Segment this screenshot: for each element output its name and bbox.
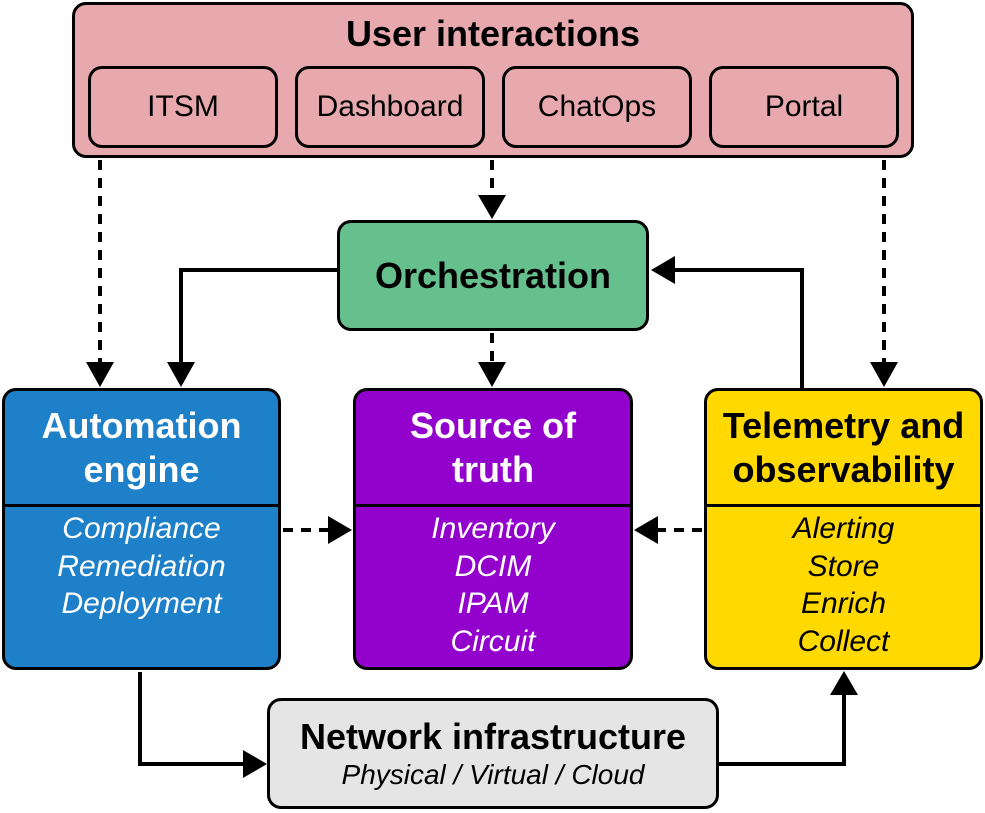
chatops-box: ChatOps <box>502 66 692 148</box>
source-of-truth-items: Inventory DCIM IPAM Circuit <box>356 507 630 660</box>
telemetry-items: Alerting Store Enrich Collect <box>707 507 980 660</box>
arrowhead <box>634 516 658 544</box>
telemetry-title-line: observability <box>732 448 955 490</box>
arrowhead <box>830 671 858 695</box>
user-interactions-title: User interactions <box>345 13 641 54</box>
telemetry-title: Telemetry and observability <box>707 391 980 507</box>
arrowhead <box>86 362 114 387</box>
telemetry-item: Enrich <box>800 587 887 620</box>
truth-item: Inventory <box>431 512 555 545</box>
network-infrastructure-title: Network infrastructure <box>299 715 687 757</box>
automation-engine-title: Automation engine <box>5 391 278 507</box>
solid-arrow-telemetry-to-orchestration <box>670 268 804 388</box>
telemetry-item: Collect <box>797 624 890 658</box>
arrowhead <box>478 362 506 387</box>
automation-item: Compliance <box>62 512 221 545</box>
telemetry-item: Store <box>807 549 880 583</box>
source-of-truth-title-line: Source of <box>409 404 577 446</box>
dashboard-box: Dashboard <box>295 66 485 148</box>
automation-engine-items: Compliance Remediation Deployment <box>5 507 278 623</box>
arrowhead <box>870 362 898 387</box>
arrowhead <box>478 195 506 219</box>
solid-arrow-network-to-telemetry <box>719 690 846 766</box>
automation-engine-box: Automation engine Compliance Remediation… <box>2 388 281 670</box>
arrowhead <box>243 750 267 778</box>
orchestration-title: Orchestration <box>374 254 612 296</box>
automation-engine-title-line: Automation <box>41 404 242 446</box>
arrowhead <box>167 362 195 387</box>
arrowhead <box>328 516 352 544</box>
telemetry-title-line: Telemetry and <box>722 404 965 446</box>
telemetry-box: Telemetry and observability Alerting Sto… <box>704 388 983 670</box>
automation-item: Remediation <box>57 549 226 583</box>
automation-item: Deployment <box>61 587 222 620</box>
network-infrastructure-box: Network infrastructure Physical / Virtua… <box>267 698 719 809</box>
portal-box: Portal <box>709 66 899 148</box>
network-infrastructure-subtitle: Physical / Virtual / Cloud <box>341 758 645 790</box>
truth-item: Circuit <box>450 624 536 658</box>
solid-arrow-orchestration-to-automation <box>179 268 337 368</box>
truth-item: DCIM <box>454 549 532 583</box>
arrowhead <box>651 256 675 284</box>
source-of-truth-title: Source of truth <box>356 391 630 507</box>
itsm-box: ITSM <box>88 66 278 148</box>
source-of-truth-box: Source of truth Inventory DCIM IPAM Circ… <box>353 388 633 670</box>
orchestration-box: Orchestration <box>337 220 649 331</box>
source-of-truth-title-line: truth <box>452 448 534 490</box>
automation-engine-title-line: engine <box>83 448 200 490</box>
user-interactions-group: User interactions ITSM Dashboard ChatOps… <box>72 2 914 158</box>
solid-arrow-automation-to-network <box>138 672 248 766</box>
truth-item: IPAM <box>457 587 529 620</box>
telemetry-item: Alerting <box>792 512 895 545</box>
